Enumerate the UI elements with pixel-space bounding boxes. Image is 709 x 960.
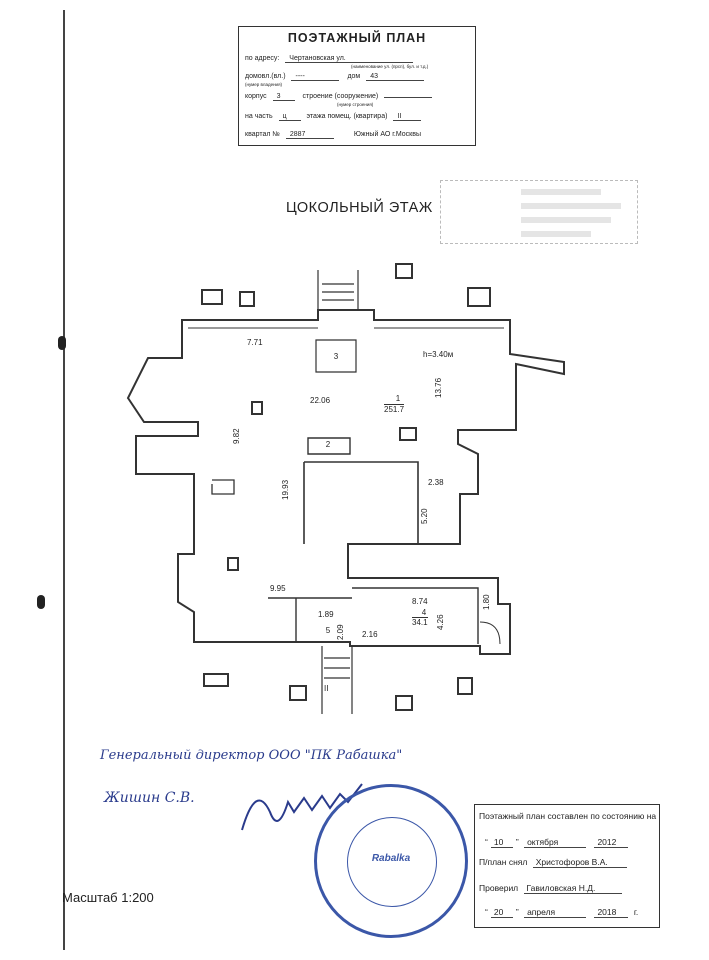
room-area: 251.7	[384, 404, 405, 414]
survey-date-row: “10” октября 2012	[485, 837, 631, 848]
building-note: (нумер владения)	[245, 82, 283, 87]
faded-stamp	[440, 180, 638, 244]
dimension-label: 1.80	[482, 594, 491, 610]
dimension-label: 4.26	[436, 614, 445, 630]
checker-row: Проверил Гавиловская Н.Д.	[479, 883, 625, 894]
ceiling-height-label: h=3.40м	[423, 350, 454, 359]
page-margin-line	[63, 10, 65, 950]
dimension-label: 19.93	[281, 479, 290, 500]
floor-plan-drawing	[126, 263, 565, 714]
company-seal: Rabalka	[314, 784, 468, 938]
info-box: Поэтажный план составлен по состоянию на…	[474, 804, 660, 928]
punch-hole	[37, 595, 45, 609]
structure-note: (нумер строения)	[337, 102, 374, 107]
punch-hole	[58, 336, 66, 350]
dimension-label: 7.71	[247, 338, 263, 347]
block-row: корпус 3 строение (сооружение)	[245, 93, 433, 101]
address-row: по адресу: Чертановская ул.	[245, 55, 414, 63]
dimension-label: 9.82	[232, 428, 241, 444]
room-number: 2	[325, 440, 331, 449]
surveyor-row: П/план снял Христофоров В.А.	[479, 857, 630, 868]
room-number: 3	[333, 352, 339, 361]
part-row: на часть ц этажа помещ. (квартира) II	[245, 113, 422, 121]
room-number: 1	[395, 394, 401, 403]
handwritten-signature	[241, 783, 363, 831]
quarter-row: квартал № 2887 Южный АО г.Москвы	[245, 131, 421, 139]
signature-line-1: Генеральный директор ООО "ПК Рабашка"	[100, 748, 403, 763]
scale-label: Масштаб 1:200	[62, 890, 154, 905]
room-number: 5	[325, 626, 331, 635]
building-row: домовл.(вл.) ---- дом 43	[245, 73, 425, 81]
title-block: ПОЭТАЖНЫЙ ПЛАН по адресу: Чертановская у…	[238, 26, 476, 146]
dimension-label: 5.20	[420, 508, 429, 524]
check-date-row: “20” апреля 2018 г.	[485, 907, 639, 918]
dimension-label: 2.16	[362, 630, 378, 639]
dimension-label: 2.09	[336, 624, 345, 640]
plan-title: ПОЭТАЖНЫЙ ПЛАН	[287, 31, 427, 45]
dimension-label: 1.89	[318, 610, 334, 619]
room-area: 34.1	[412, 617, 428, 627]
info-header: Поэтажный план составлен по состоянию на	[479, 811, 657, 821]
dimension-label: 8.74	[412, 597, 428, 606]
dimension-label: 13.76	[434, 377, 443, 398]
dimension-label: 9.95	[270, 584, 286, 593]
room-number: 4	[421, 608, 427, 617]
dimension-label: 22.06	[310, 396, 331, 405]
floor-title: ЦОКОЛЬНЫЙ ЭТАЖ	[286, 200, 433, 216]
stair-marker: II	[324, 684, 329, 693]
dimension-label: 2.38	[428, 478, 444, 487]
address-note: (наименование ул. (прсп), бул. и т.д.)	[351, 64, 429, 69]
signature-line-2: Жишин С.В.	[104, 790, 195, 806]
